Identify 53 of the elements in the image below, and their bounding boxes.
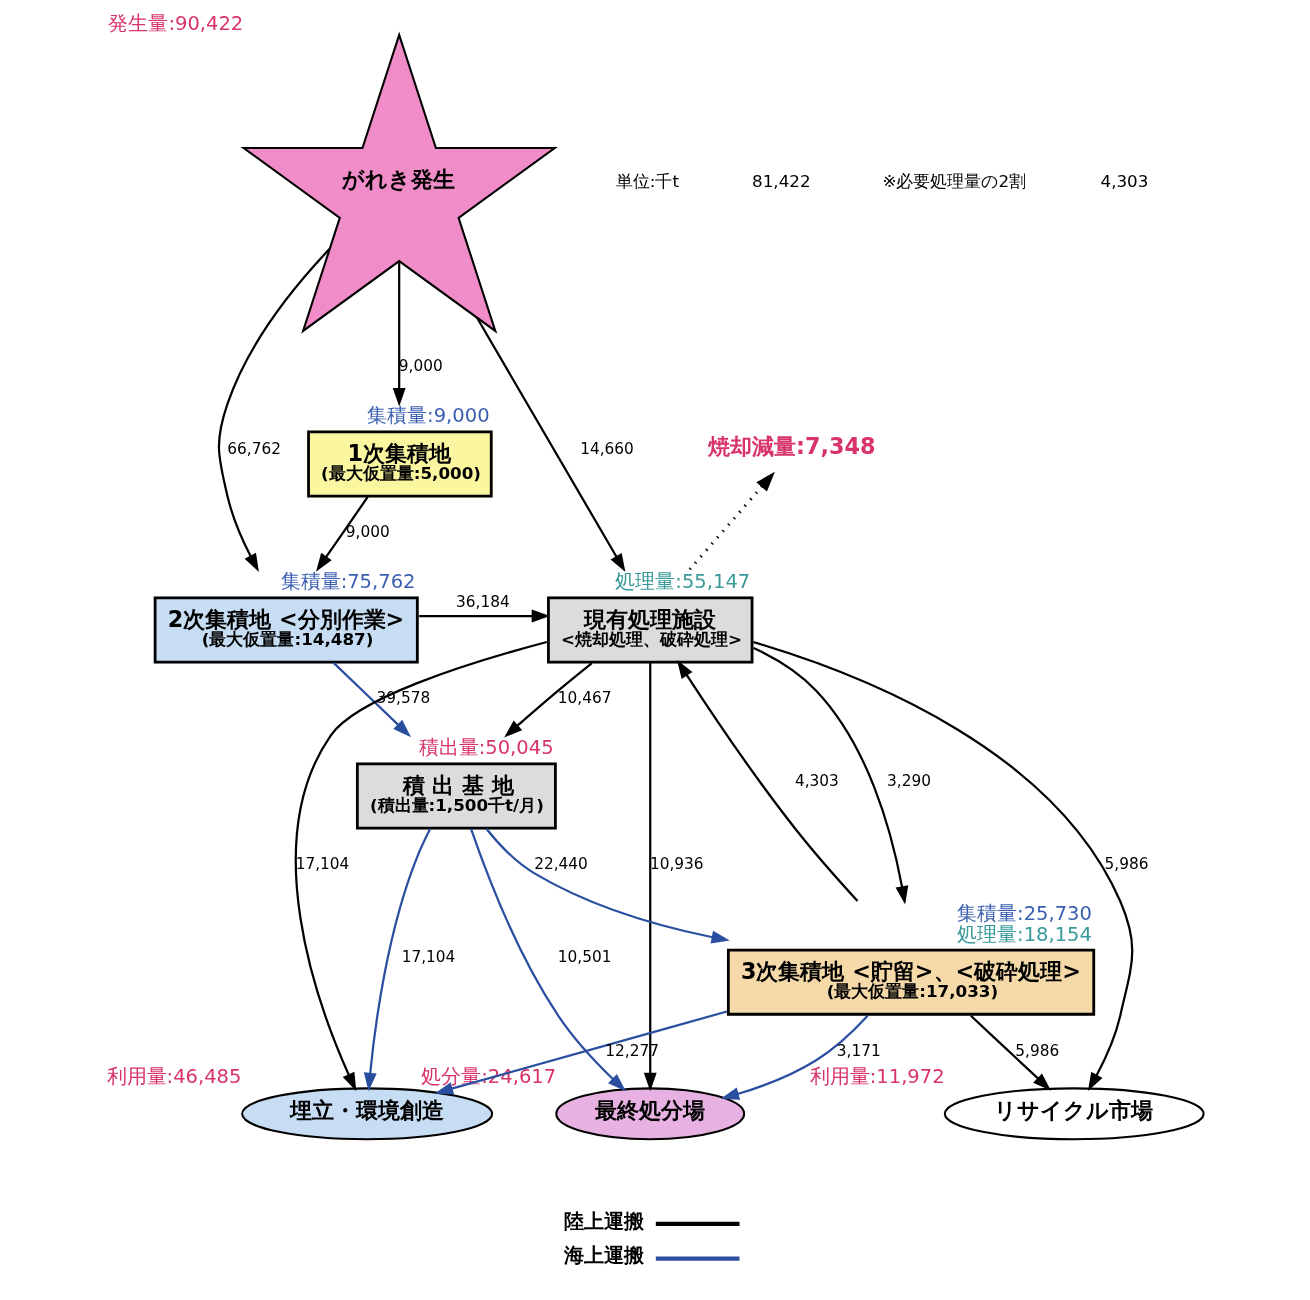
arrow bbox=[720, 1015, 869, 1100]
node-ellipse: リサイクル市場 bbox=[943, 1087, 1205, 1141]
arrow bbox=[970, 1014, 1051, 1091]
arrow bbox=[470, 828, 626, 1092]
arrow bbox=[688, 471, 775, 571]
edge-label: 9,000 bbox=[345, 522, 390, 541]
edge-label: 10,501 bbox=[557, 948, 612, 967]
node-label: 利用量:46,485 bbox=[106, 1064, 242, 1088]
node-label: 集積量:9,000 bbox=[367, 404, 490, 428]
edge-label: 5,986 bbox=[1015, 1041, 1060, 1060]
label: 単位:千t bbox=[615, 171, 680, 192]
arrow bbox=[363, 828, 432, 1092]
edge-label: 17,104 bbox=[295, 854, 350, 873]
arrow bbox=[332, 662, 412, 738]
legend-label: 陸上運搬 bbox=[563, 1209, 644, 1233]
label: ※必要処理量の2割 bbox=[882, 171, 1027, 192]
edge-label: 22,440 bbox=[534, 854, 588, 873]
legend-label: 海上運搬 bbox=[563, 1244, 644, 1268]
node-text: 焼却減量:7,348 bbox=[708, 432, 876, 459]
edge-label: 17,104 bbox=[401, 948, 456, 967]
arrow bbox=[294, 640, 548, 1092]
edge-label: 10,936 bbox=[649, 854, 704, 873]
node-label: 利用量:11,972 bbox=[809, 1064, 945, 1088]
edge-label: 5,986 bbox=[1104, 854, 1149, 873]
arrow bbox=[217, 248, 331, 572]
arrow bbox=[753, 641, 1134, 1091]
arrow bbox=[643, 663, 657, 1092]
arrow bbox=[316, 496, 369, 572]
edge-label: 36,184 bbox=[456, 593, 510, 612]
label: 4,303 bbox=[1100, 171, 1149, 192]
edge-label: 66,762 bbox=[227, 439, 281, 458]
node-label: 処理量:18,154 bbox=[957, 922, 1092, 946]
edge-label: 4,303 bbox=[794, 771, 839, 790]
arrow bbox=[434, 1010, 728, 1095]
arrow bbox=[677, 659, 859, 902]
arrow bbox=[475, 316, 626, 573]
node-label: 集積量:75,762 bbox=[280, 570, 416, 594]
edge-label: 9,000 bbox=[398, 357, 443, 375]
edge-label: 3,171 bbox=[836, 1041, 881, 1060]
node-ellipse: 埋立・環境創造 bbox=[241, 1087, 494, 1141]
arrow bbox=[392, 261, 406, 407]
edge-label: 10,467 bbox=[557, 688, 612, 707]
node-label: 集積量:25,730 bbox=[957, 901, 1092, 925]
node-label: 積出量:50,045 bbox=[418, 736, 554, 760]
node-label: 処理量:55,147 bbox=[615, 570, 751, 594]
arrow bbox=[485, 828, 730, 944]
edge-label: 39,578 bbox=[376, 688, 431, 707]
arrow bbox=[753, 646, 909, 905]
edge-label: 3,290 bbox=[887, 771, 931, 790]
label: 81,422 bbox=[752, 171, 811, 192]
edge-label: 14,660 bbox=[580, 439, 634, 458]
arrow bbox=[504, 662, 593, 738]
arrow bbox=[419, 609, 551, 623]
